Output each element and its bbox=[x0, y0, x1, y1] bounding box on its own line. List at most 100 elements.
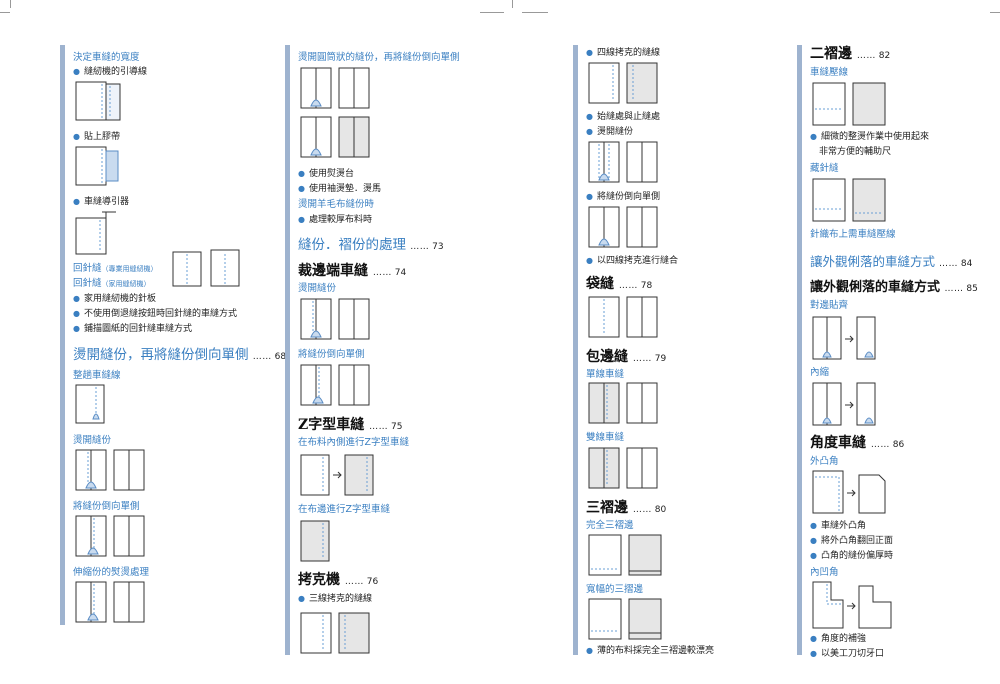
subheading: 針織布上需車縫壓線 bbox=[810, 229, 896, 240]
subheading: 決定車縫的寬度 bbox=[73, 52, 140, 63]
section-title: 縫份．褶份的處理 …… 73 bbox=[298, 237, 444, 253]
needle-plate-illustration bbox=[172, 249, 240, 287]
subheading: 內凹角 bbox=[810, 567, 839, 578]
bullet-item: 貼上膠帶 bbox=[73, 133, 120, 142]
bullet-item: 不使用倒退縫按鈕時回針縫的車縫方式 bbox=[73, 310, 237, 319]
bullet-continuation: 非常方便的輔助尺 bbox=[819, 147, 892, 157]
index-column-3: 四線拷克的縫線 始縫處與止縫處 燙開縫份 將縫份倒向單側 以四線拷克進行縫合 袋… bbox=[573, 45, 783, 656]
hem-illustration bbox=[812, 178, 886, 222]
crop-mark bbox=[522, 12, 548, 13]
subheading: 內縮 bbox=[810, 367, 830, 378]
subheading: 伸縮份的熨燙處理 bbox=[73, 567, 150, 578]
seam-illustration bbox=[588, 382, 658, 424]
bullet-item: 四線拷克的縫線 bbox=[586, 49, 660, 58]
index-column-2: 燙開圓筒狀的縫份，再將縫份倒向單側 使用熨燙台 使用袖燙墊．燙馬 燙開羊毛布縫份… bbox=[285, 45, 505, 655]
heading: 袋縫 …… 78 bbox=[586, 276, 653, 292]
bullet-item: 家用縫紉機的針板 bbox=[73, 295, 156, 304]
seam-illustration bbox=[300, 520, 330, 562]
seam-illustration bbox=[75, 384, 105, 424]
seam-illustration bbox=[588, 141, 658, 183]
seam-illustration bbox=[75, 515, 145, 557]
section-title: 讓外觀俐落的車縫方式 …… 84 bbox=[810, 254, 973, 269]
crop-mark bbox=[0, 12, 10, 13]
heading: 三褶邊 …… 80 bbox=[586, 500, 667, 516]
seam-illustration bbox=[812, 316, 876, 360]
index-column-4: 二褶邊 …… 82 車縫壓線 細微的整燙作業中使用起來 非常方便的輔助尺 .it… bbox=[797, 45, 997, 659]
hem-illustration bbox=[588, 534, 662, 576]
subheading: 燙開羊毛布縫份時 bbox=[298, 199, 375, 210]
seam-illustration bbox=[300, 298, 370, 340]
column-bar bbox=[573, 45, 578, 655]
index-column-1: 決定車縫的寬度 縫紉機的引導線 貼上膠帶 車縫導引器 回針縫（專業用縫紉機） 回… bbox=[60, 45, 286, 625]
subheading: 整趟車縫線 bbox=[73, 370, 121, 381]
seam-illustration bbox=[812, 382, 876, 426]
hem-illustration bbox=[812, 82, 886, 126]
subheading: 在布邊進行Z字型車縫 bbox=[298, 504, 391, 515]
bullet-item: 鋪描圖紙的回針縫車縫方式 bbox=[73, 325, 192, 334]
bullet-item: 凸角的縫份偏厚時 bbox=[810, 552, 893, 561]
heading: 包邊縫 …… 79 bbox=[586, 349, 667, 365]
bullet-item: 縫紉機的引導線 bbox=[73, 68, 147, 77]
bullet-item: 以四線拷克進行縫合 bbox=[586, 257, 678, 266]
column-bar bbox=[60, 45, 65, 625]
corner-illustration bbox=[812, 470, 886, 514]
subheading: 燙開縫份 bbox=[298, 283, 337, 294]
crop-mark bbox=[512, 0, 513, 8]
bullet-item: 將外凸角翻回正面 bbox=[810, 537, 893, 546]
bullet-item: 薄的布料採完全三褶邊較漂亮 bbox=[586, 647, 714, 656]
subheading: 回針縫（專業用縫紉機） bbox=[73, 263, 158, 274]
crop-mark bbox=[10, 0, 11, 8]
subheading: 單線車縫 bbox=[586, 369, 625, 380]
subheading: 藏針縫 bbox=[810, 163, 839, 174]
heading: 二褶邊 …… 82 bbox=[810, 46, 891, 62]
crop-mark bbox=[990, 12, 1000, 13]
seam-illustration bbox=[75, 449, 145, 491]
seam-illustration bbox=[300, 364, 370, 406]
bullet-item: 燙開縫份 bbox=[586, 128, 633, 137]
seam-illustration bbox=[75, 581, 145, 623]
column-bar bbox=[797, 45, 802, 655]
subheading: 車縫壓線 bbox=[810, 67, 849, 78]
bullet-item: 三線拷克的縫線 bbox=[298, 595, 372, 604]
corner-illustration bbox=[812, 581, 892, 629]
hem-illustration bbox=[588, 598, 662, 640]
bullet-item: 使用袖燙墊．燙馬 bbox=[298, 185, 381, 194]
bullet-item: 角度的補強 bbox=[810, 635, 866, 644]
seam-illustration bbox=[588, 62, 658, 104]
seam-illustration bbox=[75, 146, 119, 186]
heading: 拷克機 …… 76 bbox=[298, 572, 379, 588]
heading: 角度車縫 …… 86 bbox=[810, 435, 905, 451]
subheading: 燙開圓筒狀的縫份，再將縫份倒向單側 bbox=[298, 52, 460, 63]
seam-illustration bbox=[300, 116, 370, 158]
section-title: 燙開縫份，再將縫份倒向單側 …… 68 bbox=[73, 347, 287, 363]
seam-illustration bbox=[300, 67, 370, 109]
bullet-item: 將縫份倒向單側 bbox=[586, 193, 660, 202]
bullet-item: 始縫處與止縫處 bbox=[586, 113, 660, 122]
subheading: 雙線車縫 bbox=[586, 432, 625, 443]
subheading: 外凸角 bbox=[810, 456, 839, 467]
seam-illustration bbox=[588, 447, 658, 489]
bullet-item: 車縫導引器 bbox=[73, 198, 129, 207]
seam-illustration bbox=[75, 81, 121, 121]
bullet-item: 處理較厚布料時 bbox=[298, 216, 372, 225]
bullet-item: 細微的整燙作業中使用起來 bbox=[810, 133, 929, 142]
crop-mark bbox=[480, 12, 504, 13]
subheading: 將縫份倒向單側 bbox=[298, 349, 365, 360]
subheading: 回針縫（家用縫紉機） bbox=[73, 278, 151, 289]
heading: Z字型車縫 …… 75 bbox=[298, 417, 403, 433]
bullet-item: 以美工刀切牙口 bbox=[810, 650, 884, 659]
subheading: 將縫份倒向單側 bbox=[73, 501, 140, 512]
column-bar bbox=[285, 45, 290, 655]
subheading: 燙開縫份 bbox=[73, 435, 112, 446]
subheading: 在布料內側進行Z字型車縫 bbox=[298, 437, 410, 448]
seam-illustration bbox=[300, 612, 370, 654]
seam-illustration bbox=[300, 454, 374, 496]
subheading: 寬幅的三摺邊 bbox=[586, 584, 644, 595]
seam-illustration bbox=[588, 296, 658, 338]
seam-illustration bbox=[588, 206, 658, 248]
heading: 裁邊端車縫 …… 74 bbox=[298, 263, 407, 279]
seam-illustration bbox=[75, 211, 116, 255]
bullet-item: 使用熨燙台 bbox=[298, 170, 354, 179]
subheading: 對邊貼齊 bbox=[810, 300, 849, 311]
bullet-item: 車縫外凸角 bbox=[810, 522, 866, 531]
